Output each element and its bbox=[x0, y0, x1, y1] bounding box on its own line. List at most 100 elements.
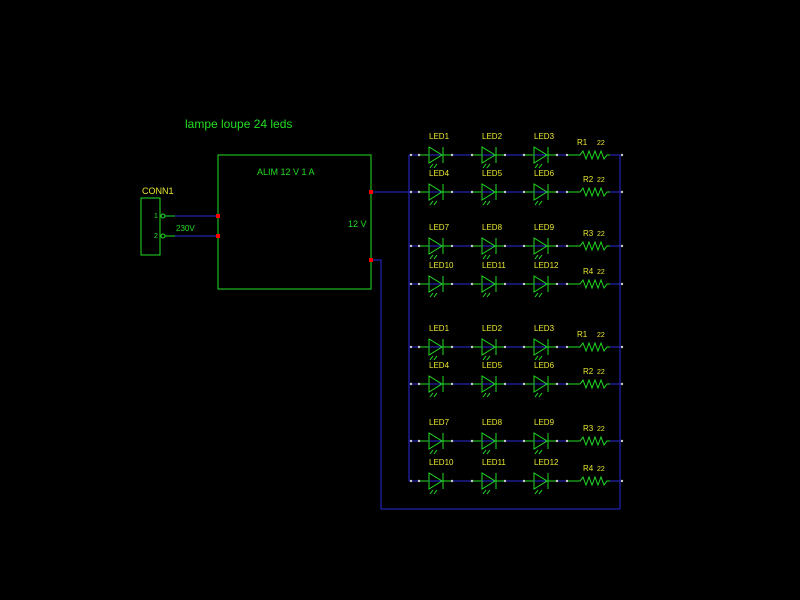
led-emission-arrow bbox=[482, 292, 487, 298]
led-diode bbox=[481, 338, 496, 356]
led-diode bbox=[481, 237, 496, 255]
pin-dot bbox=[450, 479, 454, 483]
pin-dot bbox=[555, 382, 559, 386]
led-emission-arrow bbox=[429, 392, 434, 398]
connector-pin1-label: 1 bbox=[154, 213, 158, 220]
led-emission-arrow bbox=[429, 254, 434, 260]
resistor-body bbox=[568, 435, 610, 447]
led-ref: LED12 bbox=[534, 458, 559, 467]
led-led7: LED7 bbox=[417, 418, 454, 455]
resistor-gap bbox=[568, 381, 610, 387]
pin-dot bbox=[417, 282, 421, 286]
led-diode bbox=[533, 275, 548, 293]
led-emission-arrow bbox=[486, 355, 491, 361]
resistor-body bbox=[568, 240, 610, 252]
pin-dot bbox=[417, 345, 421, 349]
led-emission-arrow bbox=[534, 449, 539, 455]
pin-dot bbox=[522, 439, 526, 443]
led-diode bbox=[428, 432, 443, 450]
led-emission-arrow bbox=[538, 200, 543, 206]
junction-dot bbox=[216, 214, 220, 218]
led-emission-arrow bbox=[486, 489, 491, 495]
pin-dot bbox=[450, 439, 454, 443]
led-emission-arrow bbox=[433, 200, 438, 206]
led-emission-arrow bbox=[486, 392, 491, 398]
resistor-value: 22 bbox=[597, 177, 605, 184]
pin-dot bbox=[409, 439, 413, 443]
resistor-body bbox=[568, 378, 610, 390]
resistor-ref: R4 bbox=[583, 464, 594, 473]
connector-ref: CONN1 bbox=[142, 186, 174, 196]
led-ref: LED7 bbox=[429, 418, 450, 427]
led-led6: LED6 bbox=[522, 361, 559, 398]
led-emission-arrow bbox=[534, 163, 539, 169]
resistor-gap bbox=[568, 344, 610, 350]
led-led1: LED1 bbox=[417, 324, 454, 361]
pin-dot bbox=[565, 190, 569, 194]
pin-dot bbox=[503, 439, 507, 443]
led-diode bbox=[481, 375, 496, 393]
led-ref: LED4 bbox=[429, 169, 450, 178]
led-emission-arrow bbox=[534, 489, 539, 495]
resistor-gap bbox=[568, 243, 610, 249]
pin-dot bbox=[620, 244, 624, 248]
led-ref: LED9 bbox=[534, 418, 555, 427]
pin-dot bbox=[620, 439, 624, 443]
led-emission-arrow bbox=[534, 355, 539, 361]
resistor-value: 22 bbox=[597, 231, 605, 238]
pin-dot bbox=[409, 190, 413, 194]
led-emission-arrow bbox=[538, 355, 543, 361]
pin-dot bbox=[522, 153, 526, 157]
led-emission-arrow bbox=[429, 292, 434, 298]
led-emission-arrow bbox=[433, 163, 438, 169]
pin-dot bbox=[409, 382, 413, 386]
led-ref: LED11 bbox=[482, 261, 506, 270]
led-led8: LED8 bbox=[470, 223, 507, 260]
led-diode bbox=[481, 472, 496, 490]
led-ref: LED2 bbox=[482, 132, 503, 141]
led-ref: LED5 bbox=[482, 361, 503, 370]
led-ref: LED1 bbox=[429, 132, 450, 141]
resistor-value: 22 bbox=[597, 332, 605, 339]
pin-dot bbox=[620, 282, 624, 286]
pin-dot bbox=[450, 382, 454, 386]
led-ref: LED5 bbox=[482, 169, 503, 178]
resistor-ref: R1 bbox=[577, 330, 588, 339]
led-ref: LED2 bbox=[482, 324, 503, 333]
led-emission-arrow bbox=[482, 489, 487, 495]
mains-voltage-label: 230V bbox=[176, 224, 195, 233]
led-led10: LED10 bbox=[417, 458, 454, 495]
pin-dot bbox=[620, 153, 624, 157]
led-diode bbox=[481, 183, 496, 201]
pin-dot bbox=[503, 190, 507, 194]
pin-dot bbox=[503, 382, 507, 386]
led-emission-arrow bbox=[486, 200, 491, 206]
pin-dot bbox=[565, 479, 569, 483]
led-emission-arrow bbox=[429, 163, 434, 169]
pin-dot bbox=[417, 153, 421, 157]
pin-dot bbox=[470, 345, 474, 349]
pin-dot bbox=[470, 282, 474, 286]
led-ref: LED6 bbox=[534, 361, 555, 370]
pin-dot bbox=[470, 479, 474, 483]
led-emission-arrow bbox=[482, 449, 487, 455]
led-ref: LED3 bbox=[534, 132, 555, 141]
led-ref: LED11 bbox=[482, 458, 506, 467]
pin-dot bbox=[555, 190, 559, 194]
pin-dot bbox=[417, 479, 421, 483]
junction-dot bbox=[369, 190, 373, 194]
led-emission-arrow bbox=[433, 254, 438, 260]
pin-dot bbox=[409, 345, 413, 349]
led-emission-arrow bbox=[482, 200, 487, 206]
pin-dot bbox=[555, 282, 559, 286]
resistor-gap bbox=[568, 152, 610, 158]
led-ref: LED10 bbox=[429, 458, 454, 467]
led-emission-arrow bbox=[538, 489, 543, 495]
